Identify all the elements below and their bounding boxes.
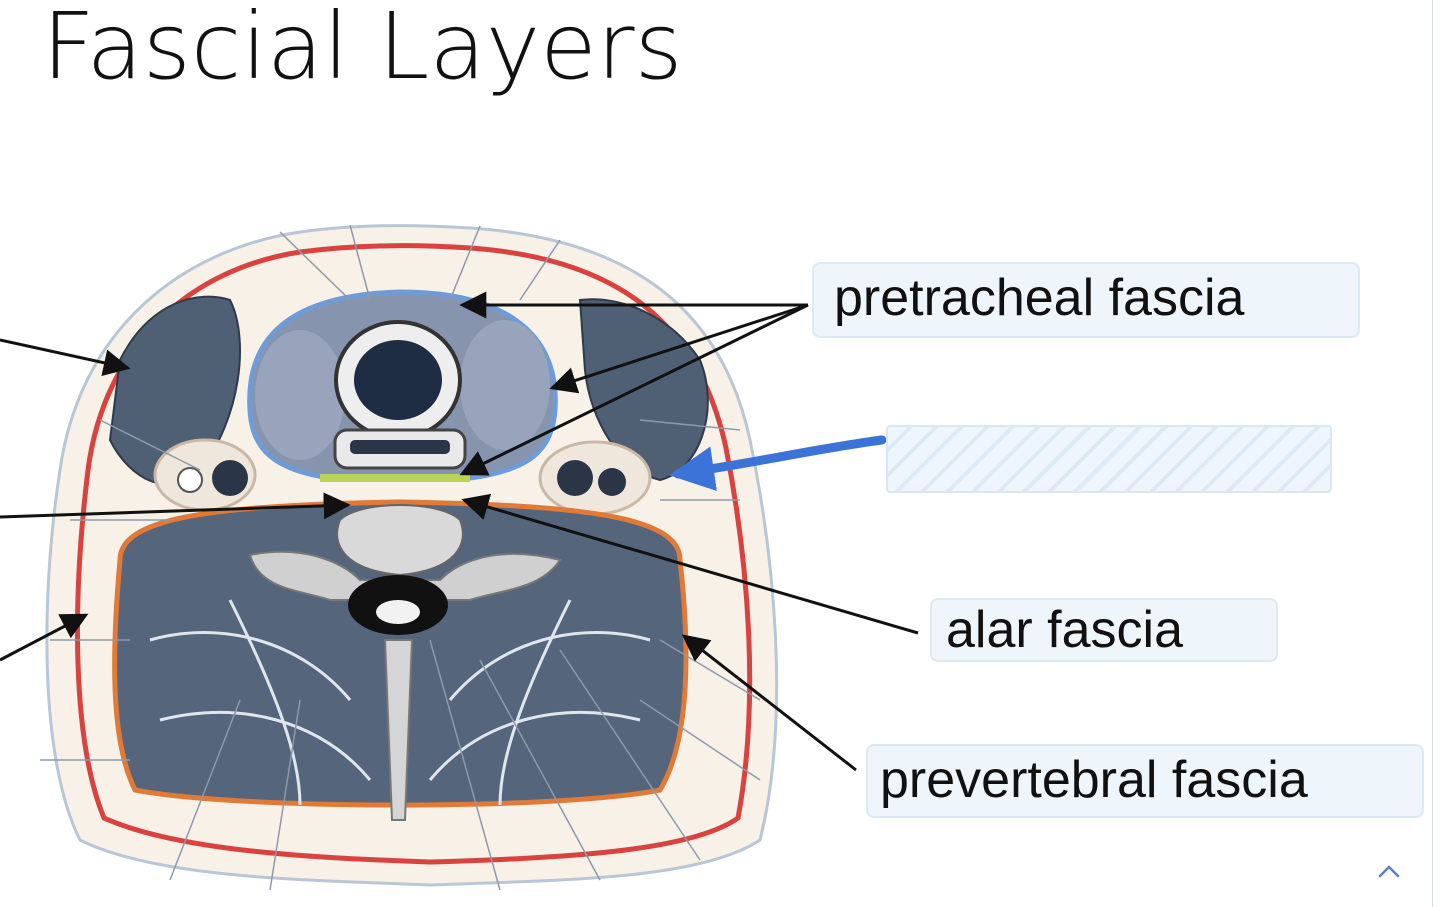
right-scm-muscle <box>578 298 709 482</box>
left-scm-muscle <box>108 295 241 486</box>
pretracheal-fascia-label: pretracheal fascia <box>834 269 1245 327</box>
slide-edge <box>1432 0 1433 907</box>
alar-fascia-label: alar fascia <box>946 601 1183 659</box>
vertebral-body <box>336 504 464 577</box>
prevertebral-fascia-label: prevertebral fascia <box>880 751 1308 809</box>
collapse-button[interactable] <box>1372 856 1406 886</box>
thyroid-left-lobe <box>255 330 345 460</box>
spinous-process <box>383 639 414 821</box>
right-carotid-sheath <box>538 440 652 516</box>
slide-title: Fascial Layers <box>42 0 683 100</box>
spinal-cord <box>376 600 420 624</box>
blue-annotation-arrow <box>669 435 887 492</box>
posterior-muscle-lines <box>149 599 651 806</box>
alar-label-box <box>930 598 1278 662</box>
trachea-lumen <box>354 340 442 420</box>
transverse-processes <box>248 550 562 601</box>
hidden-answer-box[interactable] <box>886 425 1332 493</box>
pretracheal-label-box <box>812 262 1360 338</box>
diagram-leader-hatching <box>40 224 761 891</box>
prevertebral-label-box <box>866 744 1424 818</box>
thyroid-right-lobe <box>460 320 550 450</box>
leader-arrows <box>0 291 919 772</box>
chevron-up-icon <box>1378 865 1400 878</box>
